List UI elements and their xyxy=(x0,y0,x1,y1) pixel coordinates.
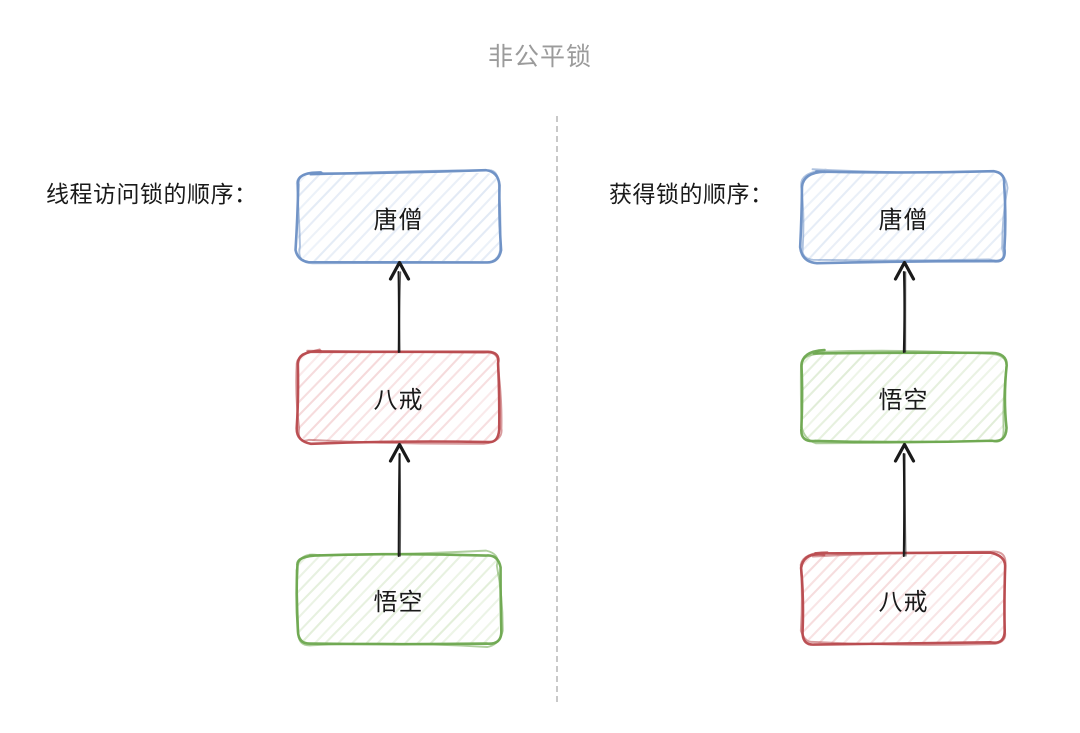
flow-arrow xyxy=(388,442,411,558)
node-sketch-shape xyxy=(799,550,1007,646)
flow-arrow xyxy=(893,260,916,354)
node-sketch-shape xyxy=(294,168,503,265)
node-right-2[interactable]: 悟空 xyxy=(799,348,1008,445)
node-sketch-shape xyxy=(799,348,1008,445)
flow-arrow xyxy=(388,260,411,354)
node-sketch-shape xyxy=(798,168,1009,265)
node-right-3[interactable]: 八戒 xyxy=(799,550,1007,646)
node-left-3[interactable]: 悟空 xyxy=(295,549,504,648)
node-left-2[interactable]: 八戒 xyxy=(295,348,503,446)
node-right-1[interactable]: 唐僧 xyxy=(798,168,1009,265)
left-column-label: 线程访问锁的顺序： xyxy=(46,181,258,207)
flow-arrow xyxy=(893,442,916,558)
node-left-1[interactable]: 唐僧 xyxy=(294,168,503,265)
diagram-title: 非公平锁 xyxy=(487,43,592,71)
node-sketch-shape xyxy=(295,549,504,648)
node-sketch-shape xyxy=(295,348,503,446)
column-divider xyxy=(556,116,558,702)
right-column-label: 获得锁的顺序： xyxy=(609,181,774,207)
